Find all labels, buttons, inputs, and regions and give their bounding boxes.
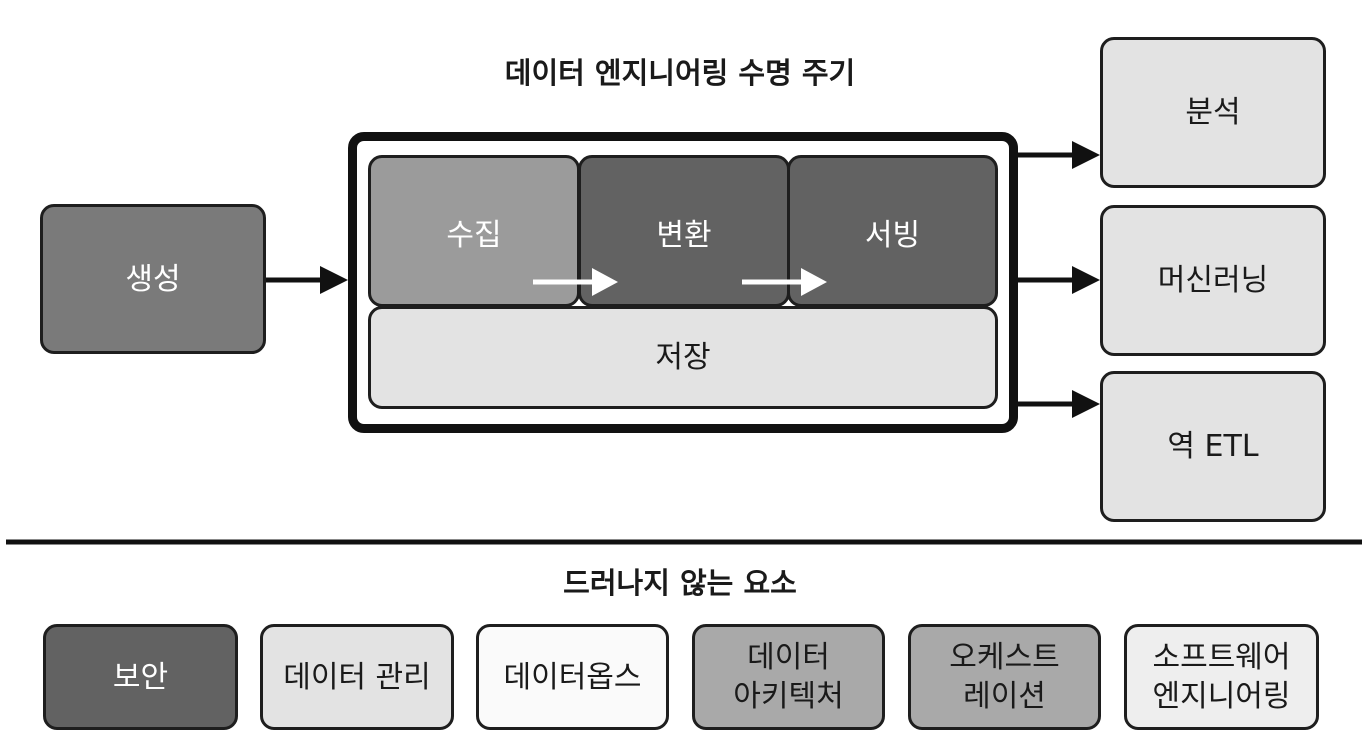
arrow-to-analytics-icon bbox=[1018, 141, 1100, 169]
generation-box: 생성 bbox=[40, 204, 266, 354]
security-label: 보안 bbox=[112, 659, 169, 695]
dataops-label: 데이터옵스 bbox=[503, 659, 642, 695]
data-management-label: 데이터 관리 bbox=[283, 659, 431, 695]
serving-label: 서빙 bbox=[864, 218, 921, 253]
transformation-label: 변환 bbox=[656, 218, 712, 253]
orchestration-line-2: 레이션 bbox=[963, 679, 1046, 714]
arrow-generation-to-lifecycle-icon bbox=[266, 266, 348, 294]
undercurrents-title: 드러나지 않는 요소 bbox=[563, 566, 797, 600]
lifecycle-title: 데이터 엔지니어링 수명 주기 bbox=[504, 56, 856, 90]
machine-learning-box: 머신러닝 bbox=[1100, 205, 1326, 356]
software-engineering-line-1: 소프트웨어 bbox=[1152, 640, 1291, 675]
data-architecture-line-1: 데이터 bbox=[747, 640, 830, 675]
analytics-label: 분석 bbox=[1185, 95, 1241, 130]
data-architecture-box: 데이터 아키텍처 bbox=[692, 624, 885, 730]
dataops-box: 데이터옵스 bbox=[476, 624, 669, 730]
data-architecture-line-2: 아키텍처 bbox=[733, 679, 844, 714]
data-management-box: 데이터 관리 bbox=[260, 624, 454, 730]
arrow-to-machine-learning-icon bbox=[1018, 266, 1100, 294]
storage-label: 저장 bbox=[655, 340, 711, 375]
analytics-box: 분석 bbox=[1100, 37, 1326, 188]
generation-label: 생성 bbox=[125, 261, 181, 297]
arrow-to-reverse-etl-icon bbox=[1018, 390, 1100, 418]
orchestration-line-1: 오케스트 bbox=[949, 640, 1060, 675]
software-engineering-line-2: 엔지니어링 bbox=[1152, 679, 1291, 714]
ingestion-label: 수집 bbox=[446, 218, 502, 253]
arrow-transformation-to-serving-icon bbox=[742, 268, 827, 296]
storage-box: 저장 bbox=[368, 306, 998, 409]
reverse-etl-label: 역 ETL bbox=[1167, 429, 1259, 464]
orchestration-box: 오케스트 레이션 bbox=[908, 624, 1101, 730]
security-box: 보안 bbox=[43, 624, 238, 730]
machine-learning-label: 머신러닝 bbox=[1157, 263, 1269, 298]
reverse-etl-box: 역 ETL bbox=[1100, 371, 1326, 522]
software-engineering-box: 소프트웨어 엔지니어링 bbox=[1124, 624, 1319, 730]
arrow-ingestion-to-transformation-icon bbox=[533, 268, 618, 296]
